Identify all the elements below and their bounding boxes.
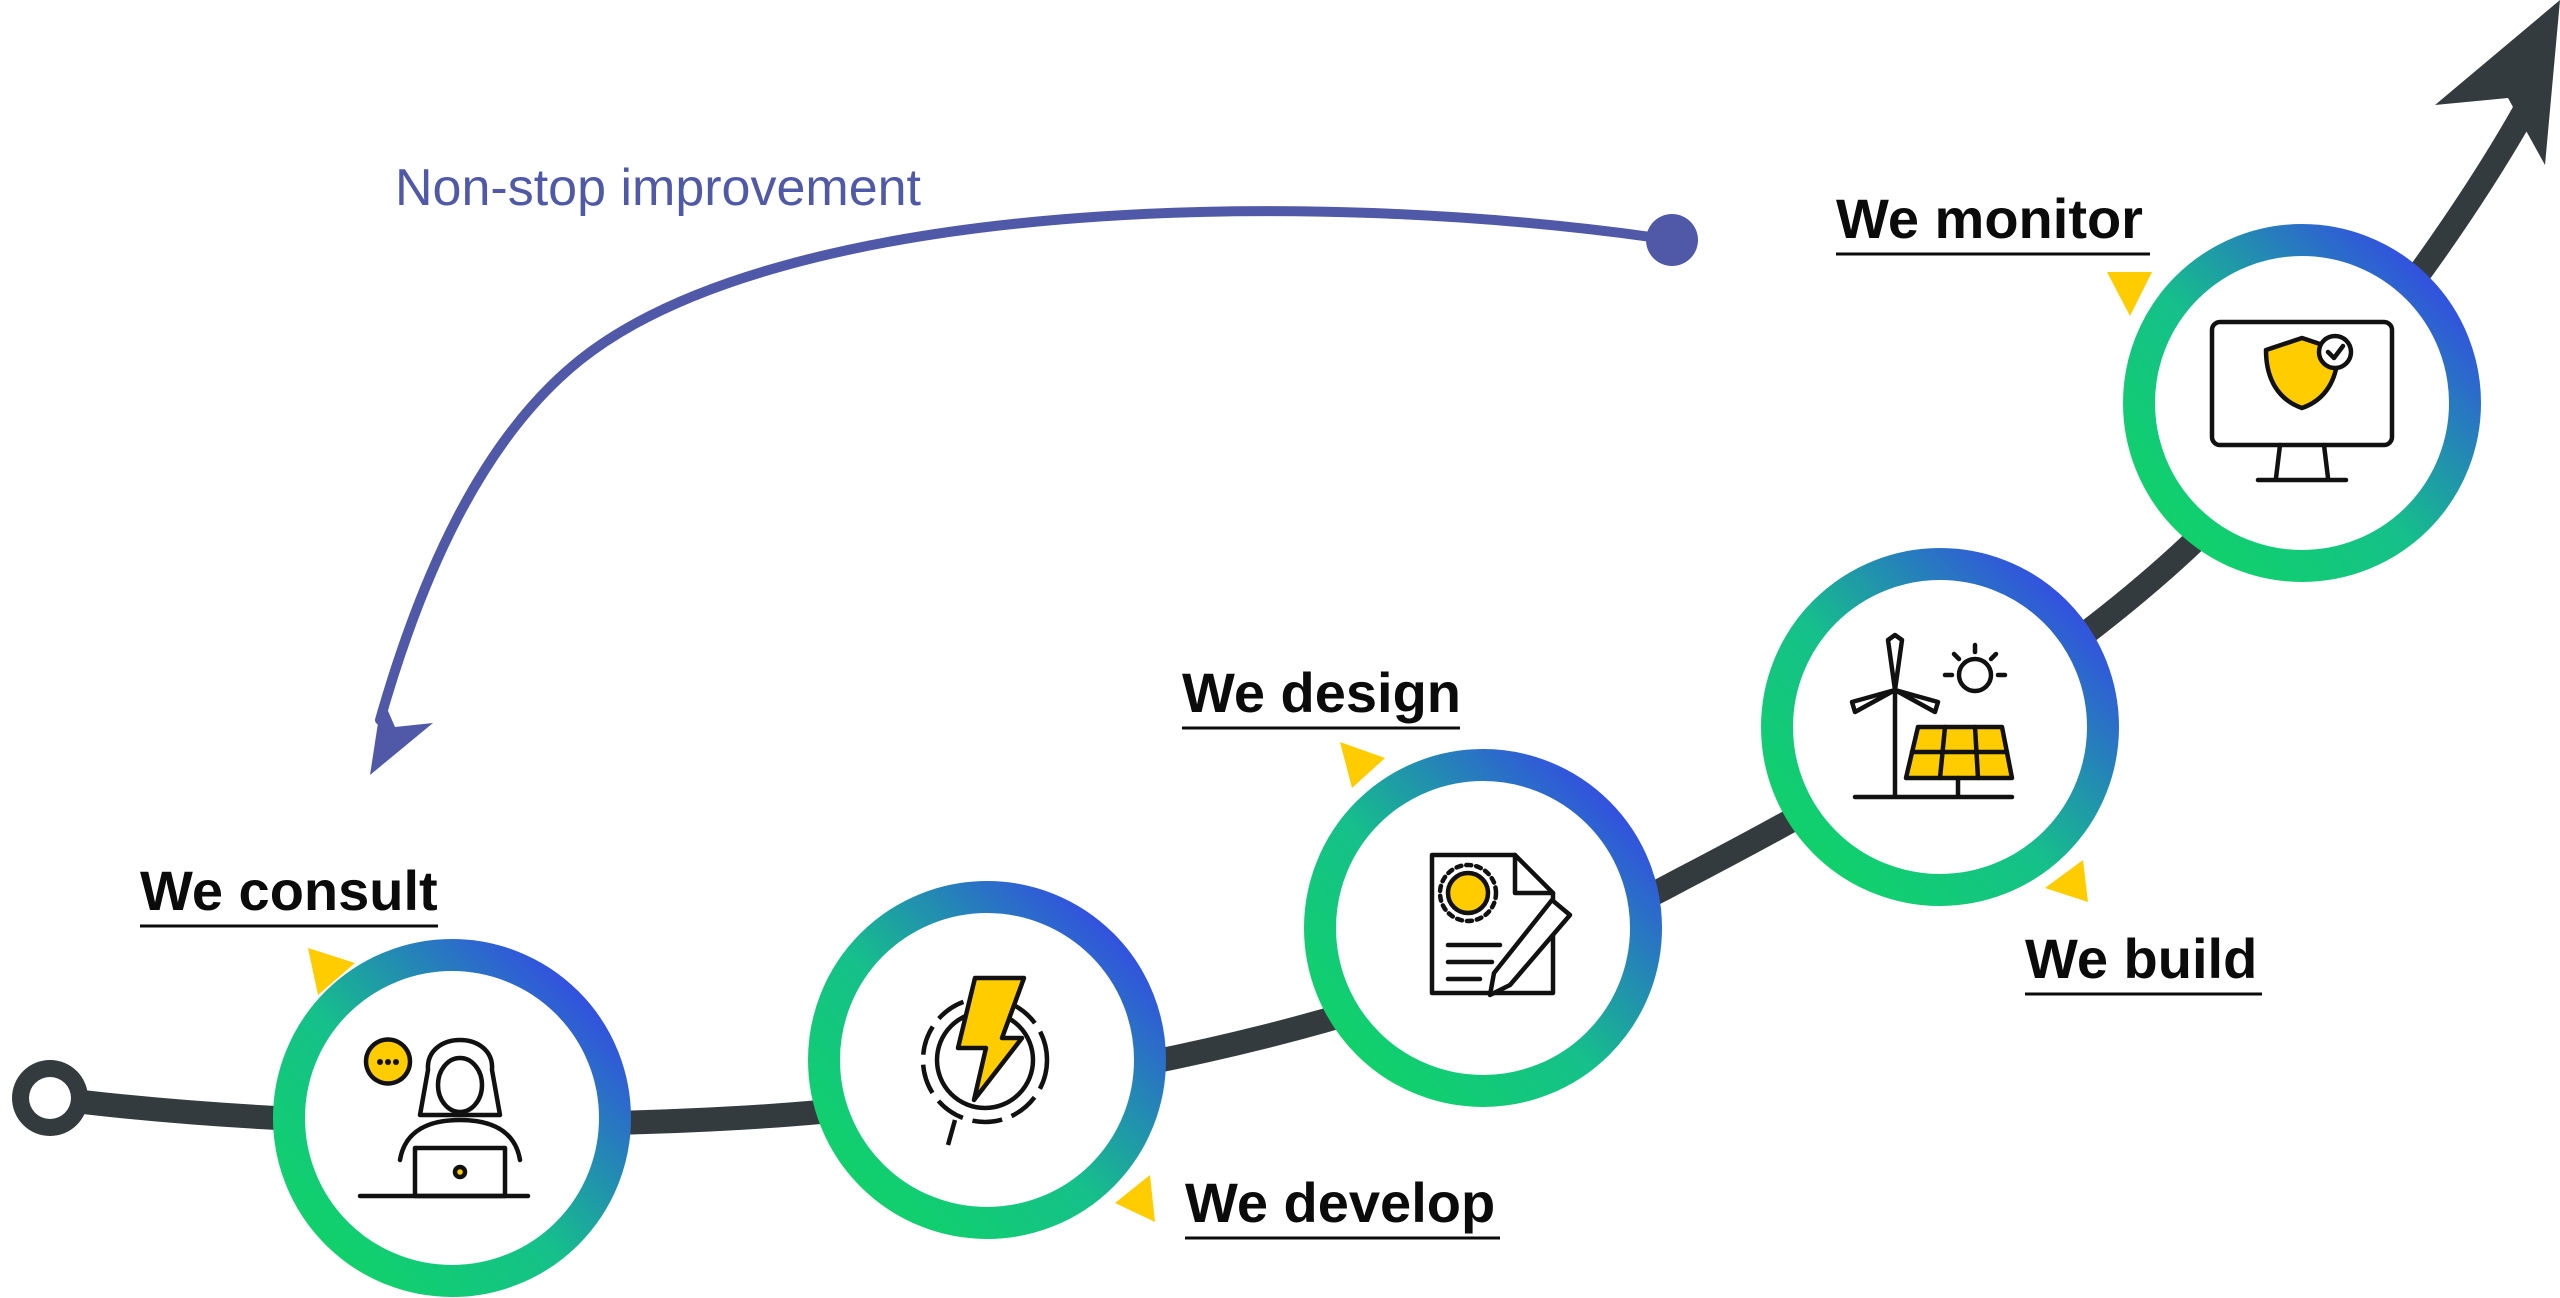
step-build: We build (1761, 548, 2262, 996)
path-start-hole (29, 1077, 71, 1119)
loop-start-dot (1646, 214, 1698, 266)
step-monitor: We monitor (1836, 187, 2481, 582)
step-label: We monitor (1836, 187, 2143, 250)
loop-arrowhead (370, 697, 433, 775)
step-label: We consult (140, 859, 438, 922)
step-ring (1304, 749, 1662, 1107)
step-pointer (1340, 742, 1385, 788)
step-pointer (2107, 272, 2152, 316)
loop-label: Non-stop improvement (395, 159, 922, 217)
step-pointer (2045, 860, 2088, 902)
monitor-shield-check-icon (2209, 319, 2395, 483)
step-label: We build (2025, 927, 2257, 990)
path-arrowhead (2435, 0, 2560, 165)
step-design: We design (1182, 661, 1662, 1107)
step-consult: We consult (140, 859, 631, 1297)
consultant-headset-icon (357, 1037, 531, 1199)
step-label: We design (1182, 661, 1461, 724)
improvement-loop-arrow (375, 206, 1677, 725)
step-label: We develop (1185, 1171, 1495, 1234)
gear-lightning-icon (920, 975, 1050, 1146)
step-pointer (1115, 1175, 1155, 1222)
step-pointer (308, 948, 355, 995)
wind-turbine-solar-panel-icon (1849, 632, 2015, 800)
step-develop: We develop (808, 881, 1500, 1240)
document-pencil-icon (1429, 852, 1573, 998)
